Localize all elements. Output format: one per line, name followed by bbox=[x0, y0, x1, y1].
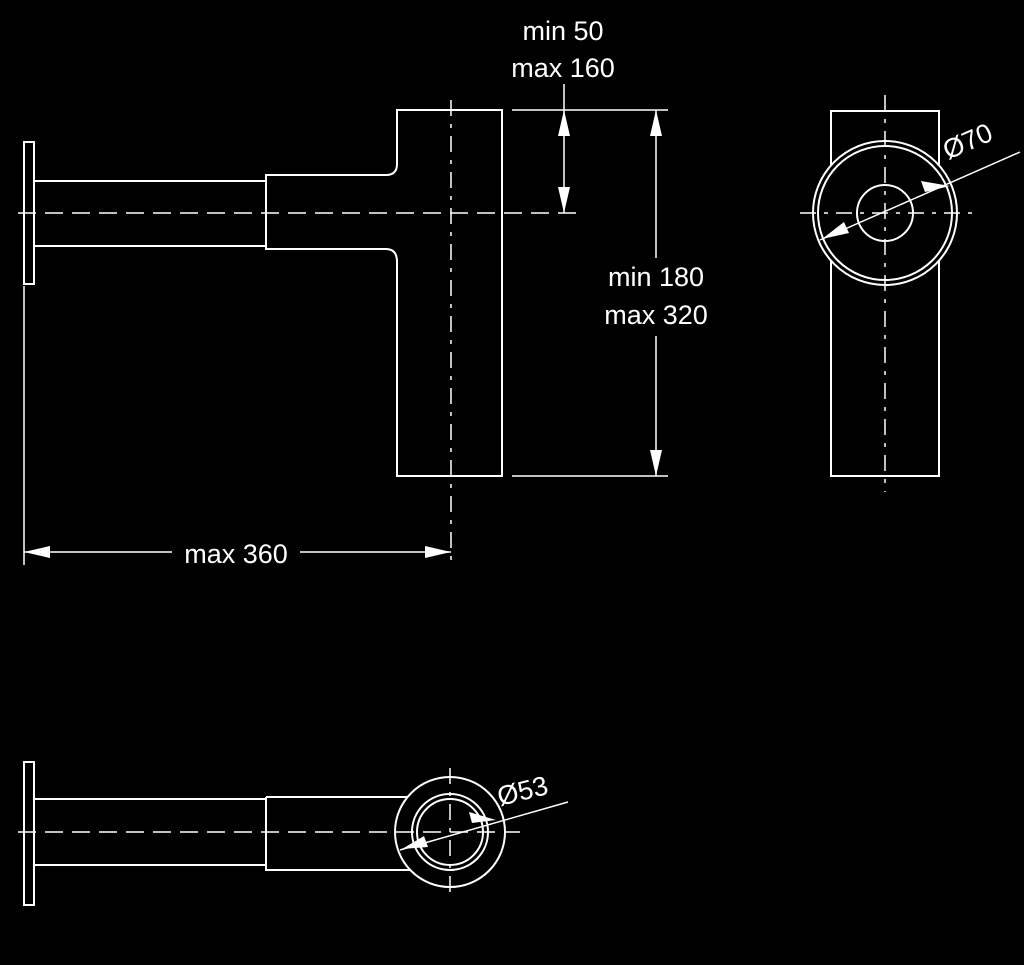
height-arrow-top bbox=[650, 110, 662, 136]
offset-max-label: max 160 bbox=[511, 53, 615, 83]
diameter53-label: Ø53 bbox=[494, 770, 551, 811]
top-view: Ø53 bbox=[18, 761, 569, 906]
offset-min-label: min 50 bbox=[522, 16, 603, 46]
diameter70-arrow-left bbox=[822, 222, 849, 239]
diameter53-arrow-left bbox=[402, 836, 428, 849]
length-max-label: max 360 bbox=[184, 539, 288, 569]
height-arrow-bottom bbox=[650, 450, 662, 476]
side-view: Ø70 bbox=[800, 95, 1021, 492]
diameter70-label: Ø70 bbox=[938, 117, 997, 165]
diameter70-leader bbox=[819, 151, 1021, 241]
length-arrow-left bbox=[24, 546, 50, 558]
top-wall-flange bbox=[23, 761, 35, 906]
sleeve-outline bbox=[265, 109, 503, 477]
offset-arrow-top bbox=[558, 110, 570, 136]
height-min-label: min 180 bbox=[608, 262, 704, 292]
top-sleeve-outline bbox=[265, 796, 411, 871]
height-max-label: max 320 bbox=[604, 300, 708, 330]
diameter53-leader bbox=[399, 801, 569, 851]
front-view: min 50 max 160 min 180 max 320 max 360 bbox=[18, 16, 708, 569]
offset-arrow-bottom bbox=[558, 187, 570, 213]
diameter70-arrow-right bbox=[921, 181, 950, 192]
length-arrow-right bbox=[425, 546, 451, 558]
diameter53-arrow-right bbox=[469, 812, 496, 823]
